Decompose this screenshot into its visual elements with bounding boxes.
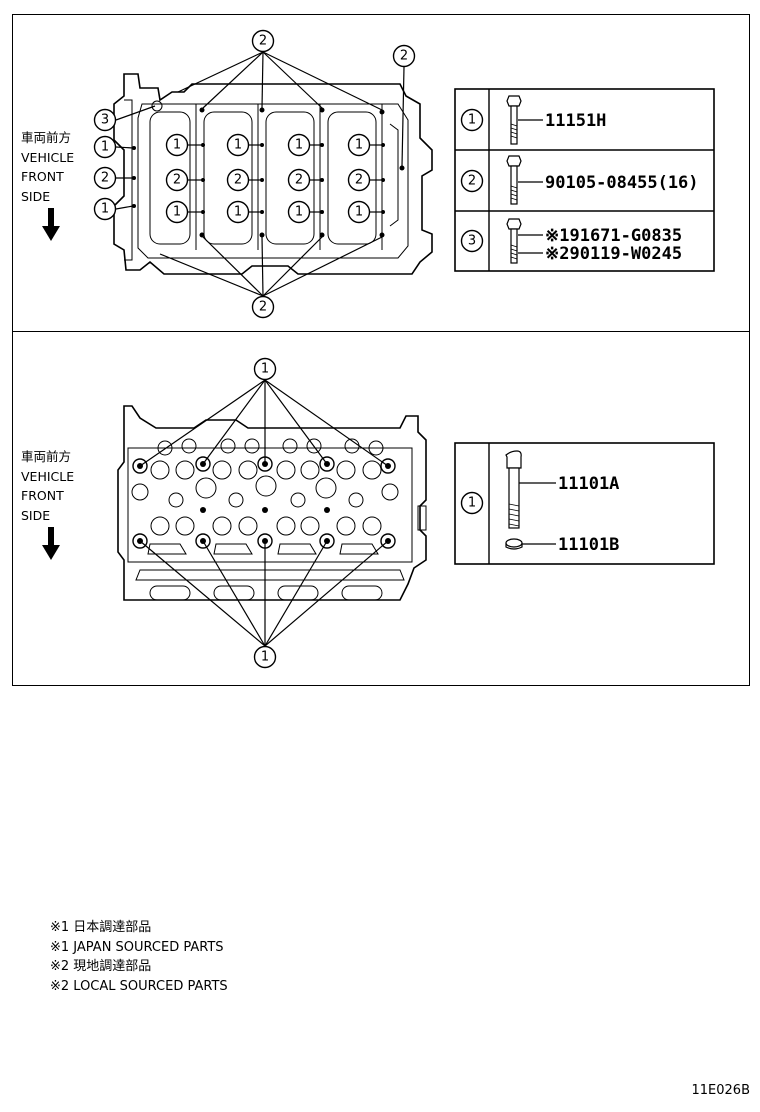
part-number-11101A: 11101A: [558, 474, 619, 494]
cylinder-head-drawing: [117, 405, 427, 601]
bottom-leader-lines: [139, 379, 389, 647]
svg-text:2: 2: [259, 300, 267, 315]
direction-text-2: FRONT: [21, 169, 64, 184]
top-leader-lines: [115, 51, 405, 297]
bottom-callouts: 1 1: [253, 357, 277, 669]
svg-text:1: 1: [173, 138, 181, 153]
bolt-icon: [505, 450, 556, 529]
footnote-japan-en: ※1 JAPAN SOURCED PARTS: [50, 939, 224, 955]
bolt-icon: [506, 155, 543, 205]
callout-1: 1: [226, 133, 250, 157]
washer-icon: [505, 538, 556, 550]
svg-text:2: 2: [101, 171, 109, 186]
down-arrow-icon: [42, 208, 60, 241]
direction-text-1: VEHICLE: [21, 149, 75, 165]
callout-2: 2: [347, 168, 371, 192]
part-number-90105: 90105-08455(16): [545, 173, 699, 193]
callout-1-top: 1: [253, 357, 277, 381]
legend-ref-1: 1: [460, 491, 484, 515]
callout-1: 1: [287, 133, 311, 157]
svg-text:1: 1: [468, 496, 476, 511]
callout-1: 1: [165, 133, 189, 157]
callout-1: 1: [347, 133, 371, 157]
callout-1-left: 1: [93, 135, 117, 159]
legend-ref-3: 3: [460, 229, 484, 253]
top-parts-legend: 1 2 3 11151H 90105-08455(16) ※191671-G08…: [454, 88, 715, 272]
vehicle-front-label-top: 車両前方 VEHICLE FRONT SIDE: [21, 128, 74, 206]
svg-text:1: 1: [173, 205, 181, 220]
svg-text:2: 2: [259, 34, 267, 49]
svg-text:1: 1: [468, 113, 476, 128]
svg-text:1: 1: [261, 362, 269, 377]
direction-text-3: SIDE: [21, 507, 51, 523]
footnote-local-jp: ※2 現地調達部品: [50, 959, 152, 975]
direction-text-jp: 車両前方: [21, 449, 72, 464]
callout-1: 1: [347, 200, 371, 224]
callout-1: 1: [287, 200, 311, 224]
callout-3-left: 3: [93, 108, 117, 132]
direction-text-3: SIDE: [21, 188, 51, 204]
direction-text-2: FRONT: [21, 488, 64, 503]
svg-text:1: 1: [234, 138, 242, 153]
footnote-local-en: ※2 LOCAL SOURCED PARTS: [50, 978, 228, 994]
bolt-icon: [506, 95, 543, 145]
svg-text:1: 1: [355, 205, 363, 220]
top-callouts: 2 2 2 3 1 2 1 1 2 1 1 2 1 1 2 1 1 2 1: [93, 29, 416, 319]
legend-ref-2: 2: [460, 169, 484, 193]
callout-1-left: 1: [93, 197, 117, 221]
camshaft-housing-drawing: [113, 73, 433, 275]
svg-text:2: 2: [400, 49, 408, 64]
direction-text-1: VEHICLE: [21, 468, 75, 484]
callout-2-left: 2: [93, 166, 117, 190]
footnote-japan-jp: ※1 日本調達部品: [50, 920, 152, 935]
direction-text-jp: 車両前方: [21, 130, 72, 145]
svg-text:1: 1: [295, 205, 303, 220]
svg-text:1: 1: [101, 140, 109, 155]
figure-code: 11E026B: [691, 1083, 751, 1098]
legend-ref-1: 1: [460, 108, 484, 132]
callout-2: 2: [165, 168, 189, 192]
bottom-parts-legend: 1 11101A 11101B: [454, 442, 715, 565]
down-arrow-icon: [42, 527, 60, 560]
svg-text:1: 1: [261, 650, 269, 665]
svg-text:1: 1: [101, 202, 109, 217]
part-number-11101B: 11101B: [558, 535, 619, 555]
svg-text:2: 2: [173, 173, 181, 188]
part-number-91671: ※191671-G0835: [545, 226, 682, 246]
vehicle-front-label-bottom: 車両前方 VEHICLE FRONT SIDE: [21, 447, 74, 525]
callout-2-bottom: 2: [251, 295, 275, 319]
svg-text:3: 3: [468, 234, 476, 249]
callout-2: 2: [287, 168, 311, 192]
part-number-90119: ※290119-W0245: [545, 244, 682, 264]
footnotes: ※1 日本調達部品 ※1 JAPAN SOURCED PARTS ※2 現地調達…: [50, 918, 228, 996]
svg-text:2: 2: [355, 173, 363, 188]
svg-text:1: 1: [295, 138, 303, 153]
svg-text:1: 1: [355, 138, 363, 153]
svg-text:3: 3: [101, 113, 109, 128]
callout-1-bottom: 1: [253, 645, 277, 669]
callout-1: 1: [165, 200, 189, 224]
callout-2-top: 2: [251, 29, 275, 53]
part-number-11151H: 11151H: [545, 111, 606, 131]
head-bolt-holes: [132, 456, 396, 549]
svg-text:2: 2: [468, 174, 476, 189]
svg-text:2: 2: [295, 173, 303, 188]
callout-2: 2: [226, 168, 250, 192]
svg-text:2: 2: [234, 173, 242, 188]
svg-text:1: 1: [234, 205, 242, 220]
bolt-icon: [506, 218, 543, 264]
callout-2-right: 2: [392, 44, 416, 68]
callout-1: 1: [226, 200, 250, 224]
